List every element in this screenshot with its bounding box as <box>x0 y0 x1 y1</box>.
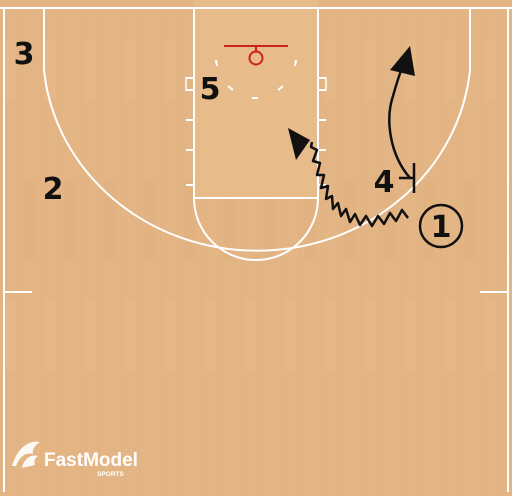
dribble-path <box>309 141 409 228</box>
player-5-label: 5 <box>200 72 221 107</box>
player-3-label: 3 <box>14 37 35 72</box>
player-1-label: 1 <box>431 210 452 245</box>
cut-path <box>388 65 411 179</box>
player-2-label: 2 <box>43 172 64 207</box>
cut-arrowhead <box>390 46 415 76</box>
free-throw-circle <box>193 197 319 261</box>
court-lines <box>0 7 512 492</box>
fastmodel-logo: FastModel SPORTS <box>12 441 138 478</box>
rim <box>248 50 264 66</box>
dribble-arrowhead <box>288 128 310 160</box>
fastmodel-logo-icon <box>12 441 40 468</box>
restricted-area <box>215 59 297 99</box>
logo-main-text: FastModel <box>44 450 138 471</box>
player-1-circle <box>418 203 464 249</box>
three-point-arc <box>43 8 471 252</box>
player-4-label: 4 <box>374 165 395 200</box>
logo-sub-text: SPORTS <box>97 471 124 478</box>
